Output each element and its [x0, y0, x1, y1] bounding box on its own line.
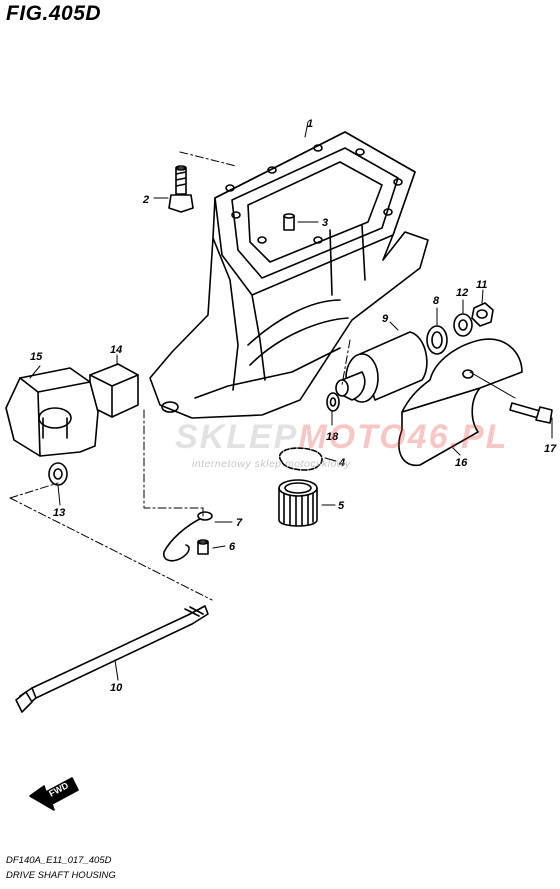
drive-shaft-housing[interactable] — [149, 131, 429, 419]
mount-rubber-9[interactable] — [335, 331, 428, 403]
watermark: SKLEPMOTO46.PL — [175, 418, 508, 457]
callout-4: 4 — [338, 457, 345, 469]
callout-8: 8 — [433, 295, 440, 307]
callout-11: 11 — [476, 279, 487, 291]
callout-17: 17 — [544, 443, 557, 455]
washer-12[interactable] — [453, 313, 473, 337]
callout-9: 9 — [382, 313, 389, 325]
diagram-caption: DRIVE SHAFT HOUSING — [6, 870, 116, 881]
bolt-2[interactable] — [168, 165, 194, 213]
needle-bearing-5[interactable] — [278, 479, 318, 527]
figure-title: FIG.405D — [6, 2, 102, 25]
callout-2: 2 — [142, 194, 149, 206]
callout-3: 3 — [322, 217, 328, 229]
washer-8[interactable] — [426, 325, 448, 355]
bracket-15[interactable] — [5, 367, 99, 457]
bolt-17[interactable] — [509, 402, 553, 424]
callout-7: 7 — [236, 517, 243, 529]
fwd-arrow-icon: FWD — [29, 777, 79, 811]
callout-5: 5 — [338, 500, 345, 512]
callout-6: 6 — [229, 541, 236, 553]
bolt-6[interactable] — [197, 539, 209, 555]
callout-numbers: 1 2 3 4 5 6 7 8 9 10 11 12 13 14 15 16 1… — [30, 118, 557, 694]
callout-13: 13 — [53, 507, 65, 519]
snap-ring-4[interactable] — [278, 447, 323, 471]
diagram-code: DF140A_E11_017_405D — [6, 855, 112, 866]
leader-lines — [9, 121, 553, 681]
watermark-part-b: MOTO46.PL — [298, 418, 509, 456]
callout-12: 12 — [456, 287, 468, 299]
pad-14[interactable] — [89, 363, 139, 418]
callout-10: 10 — [110, 682, 123, 694]
hose-7[interactable] — [163, 511, 213, 562]
dowel-pin-3[interactable] — [283, 213, 295, 231]
callout-16: 16 — [455, 457, 468, 469]
long-bolt-10[interactable] — [15, 605, 209, 713]
washer-13[interactable] — [48, 462, 68, 486]
callout-18: 18 — [326, 431, 339, 443]
callout-14: 14 — [110, 344, 122, 356]
callout-1: 1 — [307, 118, 313, 130]
nut-11[interactable] — [471, 302, 494, 327]
watermark-subtitle: internetowy sklep motocyklowy — [192, 458, 351, 470]
callout-15: 15 — [30, 351, 43, 363]
washer-18[interactable] — [326, 392, 340, 412]
watermark-part-a: SKLEP — [175, 418, 299, 456]
cover-16[interactable] — [398, 338, 523, 466]
